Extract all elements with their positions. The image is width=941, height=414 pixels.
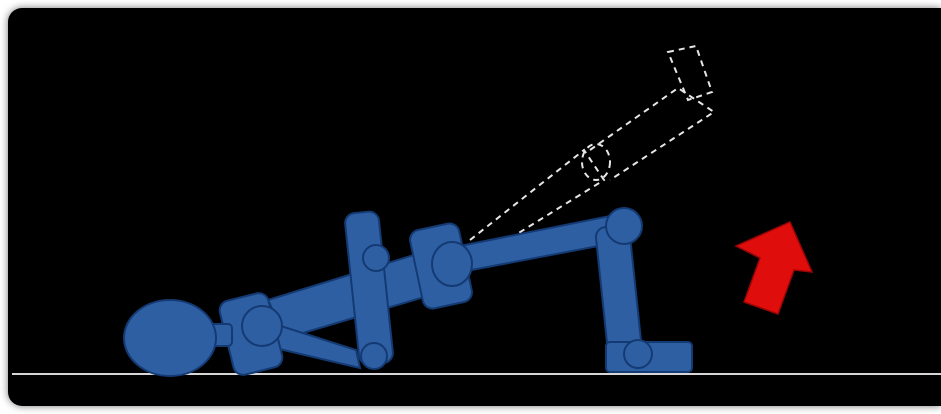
elbow-joint [363,245,389,271]
ghost-foot [668,46,712,100]
wrist-joint [361,343,387,369]
kneeling-figure [124,208,692,377]
hip-joint [432,242,472,286]
shoulder-joint [242,306,282,346]
ankle-joint [624,340,652,368]
head [124,300,216,376]
upper-arm [344,211,394,366]
back-knee-joint [606,208,642,244]
ghost-knee [582,144,610,180]
up-right-arrow-icon [736,222,812,314]
